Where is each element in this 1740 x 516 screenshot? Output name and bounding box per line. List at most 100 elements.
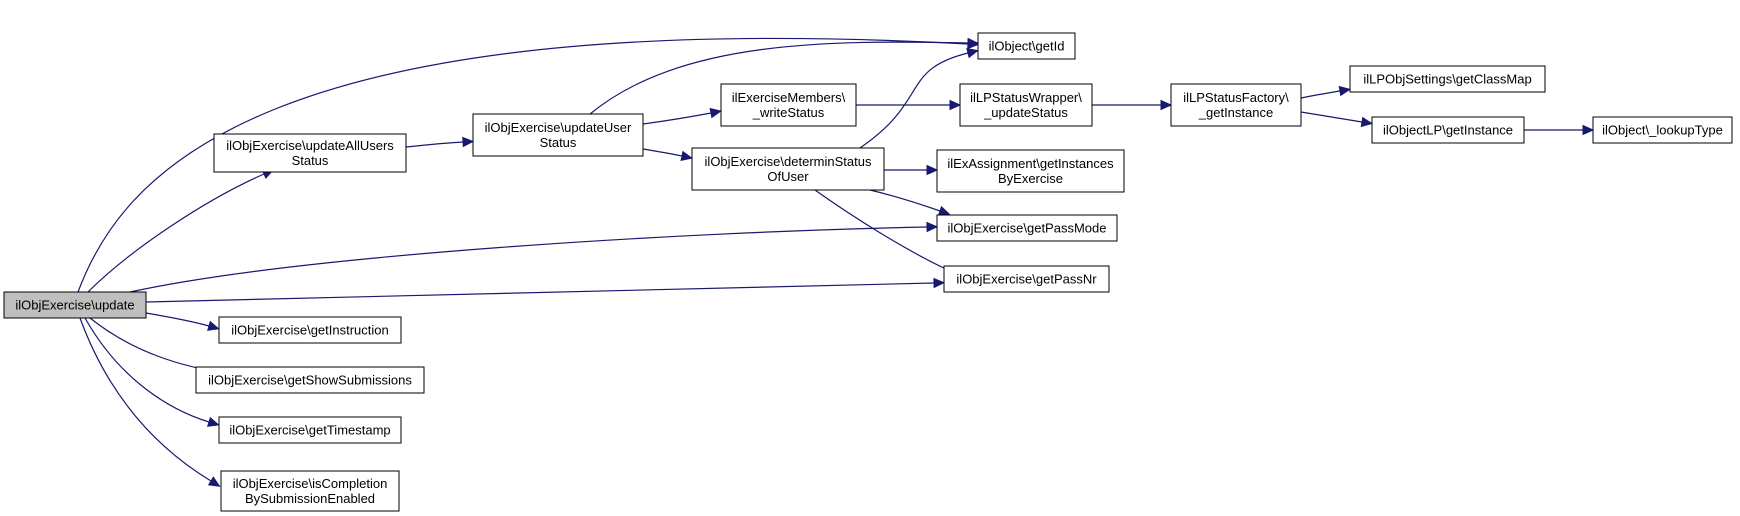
node-box: [943, 265, 1110, 293]
node-box: [936, 149, 1125, 193]
node-label: _getInstance: [1198, 105, 1273, 120]
node-box: [220, 470, 400, 512]
node-label: Status: [540, 135, 577, 150]
node-label: _writeStatus: [752, 105, 825, 120]
node-statusFactoryGetInstance[interactable]: ilLPStatusFactory\_getInstance: [1170, 83, 1302, 127]
edge-line: [1300, 90, 1341, 99]
node-label: ilLPStatusWrapper\: [970, 90, 1082, 105]
edge-line: [87, 173, 265, 293]
arrowhead: [1582, 124, 1595, 136]
edge-updateStatus-to-statusFactoryGetInstance: [1091, 99, 1173, 111]
arrowhead: [933, 277, 946, 289]
node-updateStatus[interactable]: ilLPStatusWrapper\_updateStatus: [959, 83, 1093, 127]
node-box: [1170, 83, 1302, 127]
node-getPassMode[interactable]: ilObjExercise\getPassMode: [936, 214, 1118, 242]
node-label: ilObjExercise\getPassNr: [956, 272, 1097, 287]
edge-line: [84, 317, 210, 423]
node-box: [472, 113, 644, 157]
arrowhead: [1338, 85, 1352, 97]
node-label: ilObjExercise\getPassMode: [948, 221, 1107, 236]
edge-line: [145, 312, 210, 327]
node-label: ilObjExercise\isCompletion: [233, 476, 388, 491]
node-lookupType[interactable]: ilObject\_lookupType: [1592, 116, 1733, 144]
node-label: ilExAssignment\getInstances: [947, 156, 1114, 171]
node-box: [959, 83, 1093, 127]
edges-layer: [77, 37, 1595, 487]
node-box: [720, 83, 857, 127]
node-label: ilExerciseMembers\: [732, 90, 846, 105]
edge-updateUserStatus-to-writeStatus: [642, 107, 723, 125]
edge-updateUserStatus-to-getId: [589, 37, 980, 115]
edge-objectLPGetInstance-to-lookupType: [1524, 124, 1595, 136]
arrowhead: [966, 48, 979, 59]
node-getShowSubmissions[interactable]: ilObjExercise\getShowSubmissions: [195, 366, 425, 394]
edge-line: [1300, 111, 1363, 123]
edge-line: [859, 52, 969, 149]
edge-updateUserStatus-to-determinStatusOfUser: [642, 148, 693, 162]
node-box: [691, 147, 885, 191]
edge-writeStatus-to-updateStatus: [855, 99, 962, 111]
arrowhead: [709, 107, 723, 119]
node-box: [977, 32, 1076, 60]
node-getTimestamp[interactable]: ilObjExercise\getTimestamp: [218, 416, 402, 444]
edge-determinStatusOfUser-to-getId: [859, 48, 979, 149]
node-writeStatus[interactable]: ilExerciseMembers\_writeStatus: [720, 83, 857, 127]
node-objectLPGetInstance[interactable]: ilObjectLP\getInstance: [1371, 116, 1525, 144]
arrowhead: [1160, 99, 1173, 111]
node-box: [213, 133, 407, 173]
node-label: OfUser: [767, 169, 809, 184]
node-label: ilLPObjSettings\getClassMap: [1363, 72, 1531, 87]
node-box: [218, 316, 402, 344]
edge-line: [145, 282, 935, 303]
edge-statusFactoryGetInstance-to-objectLPGetInstance: [1300, 111, 1374, 128]
edge-line: [405, 141, 464, 148]
arrowhead: [937, 205, 951, 216]
node-label: BySubmissionEnabled: [245, 491, 375, 506]
node-box: [1592, 116, 1733, 144]
arrowhead: [207, 476, 221, 487]
node-getId[interactable]: ilObject\getId: [977, 32, 1076, 60]
node-label: ilObjExercise\updateUser: [485, 120, 632, 135]
edge-update-to-isCompletionBySubmissionEnabled: [79, 317, 221, 487]
node-getPassNr[interactable]: ilObjExercise\getPassNr: [943, 265, 1110, 293]
arrowhead: [1360, 116, 1374, 128]
edge-determinStatusOfUser-to-getPassMode: [869, 189, 951, 216]
edge-line: [79, 317, 212, 482]
node-label: ilObjectLP\getInstance: [1383, 123, 1513, 138]
edge-update-to-getPassNr: [145, 277, 946, 303]
node-box: [218, 416, 402, 444]
edge-update-to-getInstruction: [145, 312, 220, 331]
node-label: ilObject\getId: [989, 39, 1065, 54]
node-label: ilObjExercise\getInstruction: [231, 323, 389, 338]
node-label: _updateStatus: [983, 105, 1068, 120]
edge-line: [869, 189, 941, 212]
nodes-layer: ilObjExercise\update ilObjExercise\update…: [3, 32, 1733, 512]
node-label: ilObjExercise\determinStatus: [705, 154, 872, 169]
edge-line: [589, 41, 969, 115]
arrowhead: [680, 150, 693, 162]
edge-statusFactoryGetInstance-to-getClassMap: [1300, 85, 1352, 99]
arrowhead: [462, 136, 475, 148]
edge-line: [642, 148, 683, 157]
node-label: ilObjExercise\getTimestamp: [229, 423, 390, 438]
node-isCompletionBySubmissionEnabled[interactable]: ilObjExercise\isCompletionBySubmissionEn…: [220, 470, 400, 512]
edge-line: [129, 226, 928, 293]
node-update[interactable]: ilObjExercise\update: [3, 291, 147, 319]
edge-line: [814, 189, 949, 271]
node-label: ilObjExercise\updateAllUsers: [226, 138, 394, 153]
node-label: ilLPStatusFactory\: [1183, 90, 1289, 105]
node-getClassMap[interactable]: ilLPObjSettings\getClassMap: [1349, 65, 1546, 93]
edge-determinStatusOfUser-to-getPassNr: [814, 189, 959, 275]
node-box: [195, 366, 425, 394]
node-box: [1349, 65, 1546, 93]
edge-line: [77, 37, 969, 293]
arrowhead: [206, 416, 220, 427]
node-getInstruction[interactable]: ilObjExercise\getInstruction: [218, 316, 402, 344]
node-box: [3, 291, 147, 319]
edge-determinStatusOfUser-to-getInstancesByExercise: [884, 164, 939, 176]
